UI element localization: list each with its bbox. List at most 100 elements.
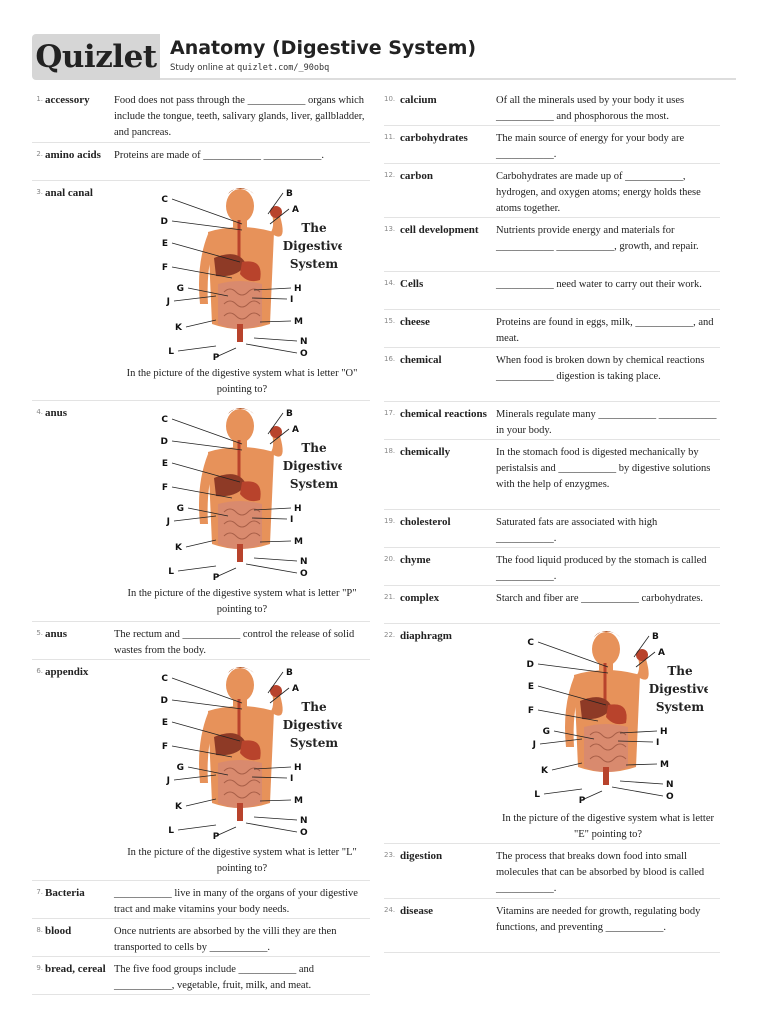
- pointer-line: [581, 790, 603, 801]
- pointer-line: [185, 798, 217, 807]
- pointer-line: [185, 319, 217, 328]
- intestine-folds: [223, 508, 261, 540]
- figure-letter-d: D: [161, 696, 168, 706]
- right-arm-shape: [266, 434, 283, 457]
- card-number: 17.: [384, 409, 396, 417]
- figure-letter-k: K: [175, 323, 183, 333]
- rectum-shape: [237, 803, 243, 821]
- pointer-line: [187, 507, 229, 517]
- card-number: 9.: [36, 964, 43, 972]
- figure-letter-f: F: [162, 483, 168, 493]
- card-term: anus: [45, 628, 68, 640]
- card-term: blood: [45, 925, 72, 937]
- figure-letter-m: M: [294, 537, 303, 547]
- pointer-line: [635, 651, 656, 668]
- pointer-line: [537, 641, 609, 668]
- pointer-line: [173, 295, 217, 302]
- figure-title-line: Digestive: [283, 239, 342, 253]
- pointer-line: [537, 663, 609, 674]
- figure-letter-h: H: [294, 284, 302, 294]
- quizlet-logo[interactable]: Quizlet: [32, 34, 160, 80]
- figure-title-line: The: [301, 221, 327, 235]
- figure-question: In the picture of the digestive system w…: [126, 368, 358, 395]
- card-definition: Carbohydrates are made up of ___________…: [496, 171, 701, 214]
- pointer-line: [173, 515, 217, 522]
- rectum-shape: [603, 767, 609, 785]
- pointer-line: [269, 687, 290, 704]
- figure-letter-b: B: [286, 409, 293, 419]
- liver-shape: [214, 733, 246, 756]
- pointer-line: [177, 345, 217, 352]
- study-url-link[interactable]: quizlet.com/_90obq: [237, 63, 330, 73]
- figure-letter-n: N: [666, 780, 674, 790]
- pointer-line: [253, 507, 292, 511]
- card-row: 2. amino acids Proteins are made of ____…: [32, 143, 370, 181]
- pointer-line: [253, 557, 298, 562]
- card-term: carbohydrates: [400, 132, 468, 144]
- figure-title-line: System: [656, 700, 705, 714]
- card-term: cell development: [400, 224, 479, 236]
- figure-letter-k: K: [541, 766, 549, 776]
- figure-letter-f: F: [162, 263, 168, 273]
- apple-shape: [270, 426, 282, 438]
- card-row: 14. Cells ___________ need water to carr…: [384, 272, 720, 310]
- liver-shape: [580, 697, 612, 720]
- figure-title-line: System: [290, 257, 339, 271]
- head-shape: [226, 409, 254, 443]
- pointer-line: [187, 766, 229, 776]
- figure-letter-m: M: [294, 796, 303, 806]
- card-definition: The rectum and ___________ control the r…: [114, 629, 355, 656]
- page-header: Quizlet Anatomy (Digestive System) Study…: [32, 34, 736, 80]
- head-shape: [592, 632, 620, 666]
- pointer-line: [253, 337, 298, 342]
- pointer-line: [537, 709, 599, 722]
- card-row: 13. cell development Nutrients provide e…: [384, 218, 720, 272]
- figure-letter-e: E: [528, 682, 534, 692]
- card-term: complex: [400, 592, 440, 604]
- figure-letter-g: G: [543, 727, 550, 737]
- stomach-shape: [240, 740, 261, 761]
- card-term: anal canal: [45, 187, 93, 199]
- intestine-shape: [218, 281, 262, 329]
- figure-title-line: Digestive: [283, 459, 342, 473]
- right-arm-shape: [266, 693, 283, 716]
- figure-letter-p: P: [213, 573, 220, 583]
- pointer-line: [267, 412, 284, 435]
- pointer-line: [269, 208, 290, 225]
- pointer-line: [253, 816, 298, 821]
- card-number: 12.: [384, 171, 396, 179]
- card-row: 7. Bacteria ___________ live in many of …: [32, 881, 370, 919]
- figure-letter-a: A: [292, 425, 299, 435]
- card-row: 5. anus The rectum and ___________ contr…: [32, 622, 370, 660]
- figure-title-line: System: [290, 736, 339, 750]
- pointer-line: [245, 822, 298, 833]
- pointer-line: [625, 763, 658, 766]
- card-row: 9. bread, cereal The five food groups in…: [32, 957, 370, 995]
- pointer-line: [171, 266, 233, 279]
- figure-letter-i: I: [290, 515, 293, 525]
- pointer-line: [245, 343, 298, 354]
- figure-letter-i: I: [290, 774, 293, 784]
- figure-title-line: Digestive: [649, 682, 708, 696]
- card-term: Cells: [400, 278, 424, 290]
- card-definition: Of all the minerals used by your body it…: [496, 95, 685, 122]
- pointer-line: [551, 762, 583, 771]
- card-definition: Once nutrients are absorbed by the villi…: [114, 926, 337, 953]
- figure-letter-p: P: [213, 832, 220, 842]
- pointer-line: [633, 635, 650, 658]
- pointer-line: [171, 721, 241, 742]
- figure-letter-g: G: [177, 284, 184, 294]
- pointer-line: [553, 730, 595, 740]
- card-number: 15.: [384, 317, 396, 325]
- card-number: 13.: [384, 225, 396, 233]
- pointer-line: [267, 192, 284, 215]
- pointer-line: [245, 563, 298, 574]
- pointer-line: [171, 198, 243, 225]
- apple-shape: [270, 206, 282, 218]
- card-row: 19. cholesterol Saturated fats are assoc…: [384, 510, 720, 548]
